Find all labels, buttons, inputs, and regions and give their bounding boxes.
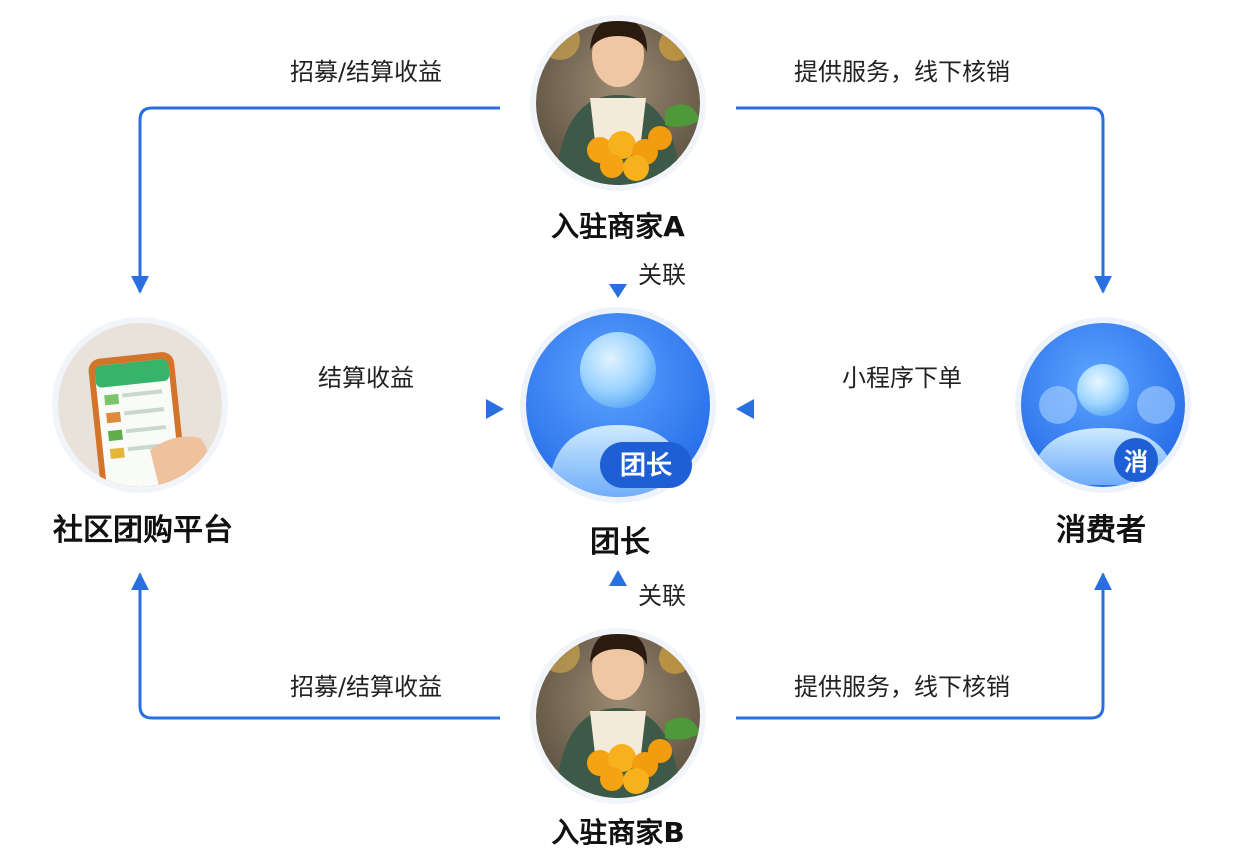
consumer-badge-text: 消 [1124,448,1148,476]
edge-label-a-consumer: 提供服务，线下核销 [794,58,1010,86]
merchant-b-avatar [530,628,706,804]
edge-label-platform-leader: 结算收益 [318,364,414,392]
leader-avatar: 团长 [520,307,716,503]
edge-label-a-leader: 关联 [638,261,686,289]
platform-avatar [52,317,228,493]
edge-a-to-platform [131,106,500,294]
leader-label: 团长 [590,525,650,560]
edge-label-b-leader: 关联 [638,582,686,610]
merchant-b-label: 入驻商家B [551,816,684,849]
consumer-label: 消费者 [1056,513,1146,548]
edge-label-consumer-leader: 小程序下单 [842,364,962,392]
consumer-avatar: 消 [1015,317,1191,493]
arrowhead-b-to-leader [609,570,627,586]
merchant-a-avatar [530,15,706,191]
arrowhead-platform-to-leader [486,399,504,419]
edge-label-b-consumer: 提供服务，线下核销 [794,673,1010,701]
platform-label: 社区团购平台 [53,513,233,548]
edge-label-b-platform: 招募/结算收益 [290,673,442,701]
edge-b-to-consumer [736,572,1112,720]
arrowhead-consumer-to-leader [736,399,754,419]
merchant-a-label: 入驻商家A [551,210,685,243]
leader-badge [600,442,692,488]
arrowhead-a-to-leader [609,284,627,298]
edge-label-a-platform: 招募/结算收益 [290,58,442,86]
leader-badge-text: 团长 [620,451,673,481]
edge-a-to-consumer [736,106,1112,294]
consumer-badge [1114,438,1158,482]
edge-b-to-platform [131,572,500,720]
